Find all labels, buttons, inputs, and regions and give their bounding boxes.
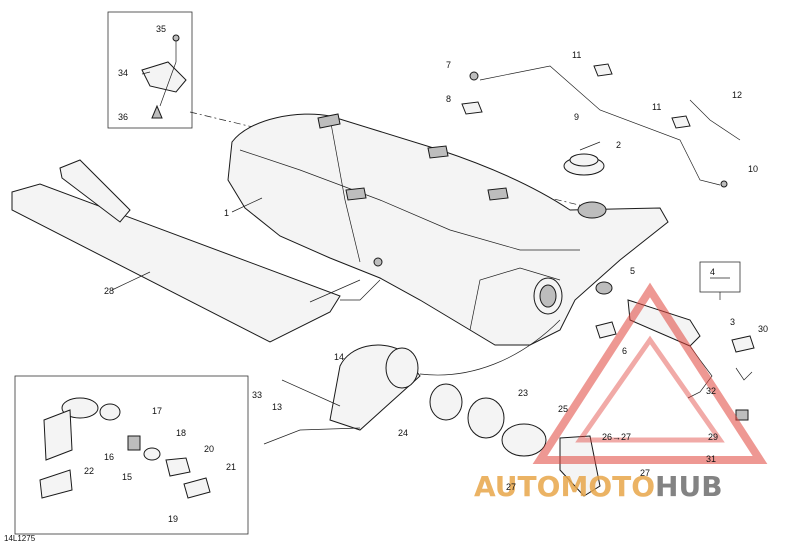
callout-23: 23 [518, 388, 528, 398]
callouts: 1 2 3 4 5 6 7 8 9 10 11 11 12 13 14 15 1… [84, 24, 768, 524]
inset-box-part4 [699, 261, 741, 293]
grommet-part [461, 101, 483, 115]
callout-16: 16 [104, 452, 114, 462]
watermark-part2: MOTO [560, 470, 655, 503]
mat-part [11, 183, 341, 343]
watermark-part3: HUB [655, 470, 723, 503]
hose-part-26 [559, 435, 601, 497]
callout-5: 5 [630, 266, 635, 276]
o-ring-24 [429, 383, 463, 421]
callout-9: 9 [574, 112, 579, 122]
callout-11b: 11 [652, 102, 661, 112]
clamp-25 [501, 423, 547, 457]
strainer-22 [39, 469, 73, 499]
callout-12: 12 [732, 90, 742, 100]
callout-22: 22 [84, 466, 94, 476]
clip-part-30 [731, 335, 755, 353]
callout-6: 6 [622, 346, 627, 356]
callout-28: 28 [104, 286, 114, 296]
nut-part [151, 104, 163, 119]
callout-20: 20 [204, 444, 214, 454]
callout-18: 18 [176, 428, 186, 438]
callout-17: 17 [152, 406, 162, 416]
callout-14: 14 [334, 352, 344, 362]
svg-text:AUTOMOTOHUB: AUTOMOTOHUB [474, 470, 723, 503]
callout-2: 2 [616, 140, 621, 150]
callout-27b: 27 [640, 468, 650, 478]
callout-27a: 27 [506, 482, 516, 492]
callout-7: 7 [446, 60, 451, 70]
callout-32: 32 [706, 386, 716, 396]
bracket-part-29 [735, 409, 749, 421]
watermark-part1: AUTO [474, 470, 560, 503]
callout-29: 29 [708, 432, 718, 442]
valve-part [469, 71, 479, 81]
pad-part [59, 159, 131, 223]
callout-21: 21 [226, 462, 236, 472]
callout-4: 4 [710, 267, 715, 277]
clip-part [593, 63, 613, 77]
callout-11a: 11 [572, 50, 581, 60]
callout-15: 15 [122, 472, 132, 482]
pump-filter [43, 409, 73, 461]
callout-31: 31 [706, 454, 716, 464]
callout-8: 8 [446, 94, 451, 104]
callout-3: 3 [730, 317, 735, 327]
callout-35: 35 [156, 24, 166, 34]
callout-1: 1 [224, 208, 229, 218]
callout-13: 13 [272, 402, 282, 412]
callout-30: 30 [758, 324, 768, 334]
filler-neck [577, 201, 607, 219]
bolt-part [172, 34, 180, 42]
bracket-part [141, 61, 187, 93]
callout-33: 33 [252, 390, 262, 400]
lock-ring-23 [467, 397, 505, 439]
inset-box-pump [14, 375, 249, 535]
callout-19: 19 [168, 514, 178, 524]
callout-34: 34 [118, 68, 128, 78]
reference-code: 14L1275 [4, 534, 36, 543]
callout-25: 25 [558, 404, 568, 414]
callout-26-27: 26→27 [602, 432, 631, 442]
callout-10: 10 [748, 164, 758, 174]
watermark: AUTOMOTOHUB [474, 282, 768, 503]
seal-part [595, 281, 613, 295]
callout-24: 24 [398, 428, 408, 438]
callout-36: 36 [118, 112, 128, 122]
inset-box-top [107, 11, 193, 129]
